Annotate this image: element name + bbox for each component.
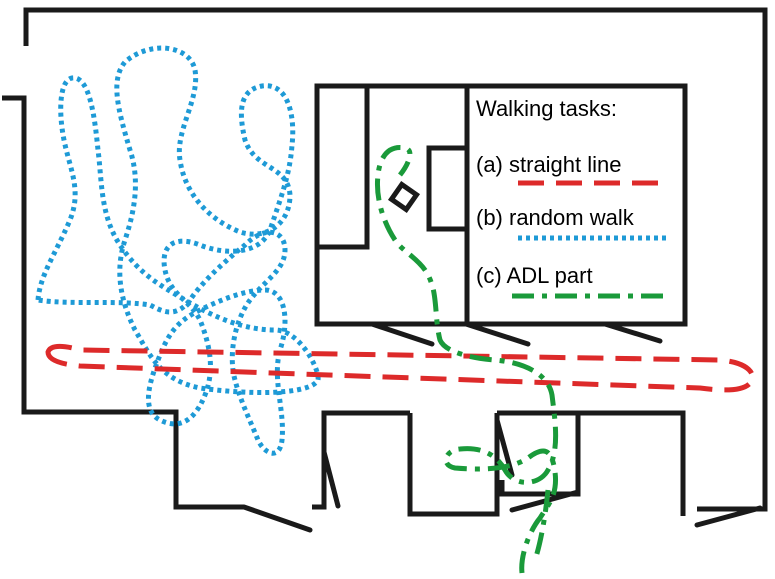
door-3 xyxy=(369,321,435,347)
door-4 xyxy=(463,321,531,347)
legend-room xyxy=(464,83,688,327)
outer-wall-left xyxy=(2,95,244,510)
outer-wall-top xyxy=(23,7,768,512)
central-room-cabinet xyxy=(426,145,465,232)
legend-label-random-walk: (b) random walk xyxy=(476,205,635,230)
lower-room-wall-right xyxy=(575,410,686,516)
central-room-shelf xyxy=(319,86,370,250)
adl-path xyxy=(374,144,559,574)
legend-title: Walking tasks: xyxy=(476,96,617,121)
legend-label-adl-part: (c) ADL part xyxy=(476,263,593,288)
door-1 xyxy=(241,504,313,533)
central-room xyxy=(314,83,470,327)
doors xyxy=(241,321,763,533)
random-walk-path xyxy=(35,45,321,456)
lower-room-small xyxy=(407,413,500,517)
legend-label-straight-line: (a) straight line xyxy=(476,152,622,177)
adl-path-branch xyxy=(532,489,551,561)
door-5 xyxy=(602,321,663,344)
walking-paths xyxy=(35,45,755,574)
straight-line-path xyxy=(45,343,755,393)
door-8 xyxy=(694,505,763,528)
small-square-object xyxy=(387,180,421,214)
legend: Walking tasks: (a) straight line (b) ran… xyxy=(476,96,668,299)
door-2 xyxy=(321,449,341,509)
